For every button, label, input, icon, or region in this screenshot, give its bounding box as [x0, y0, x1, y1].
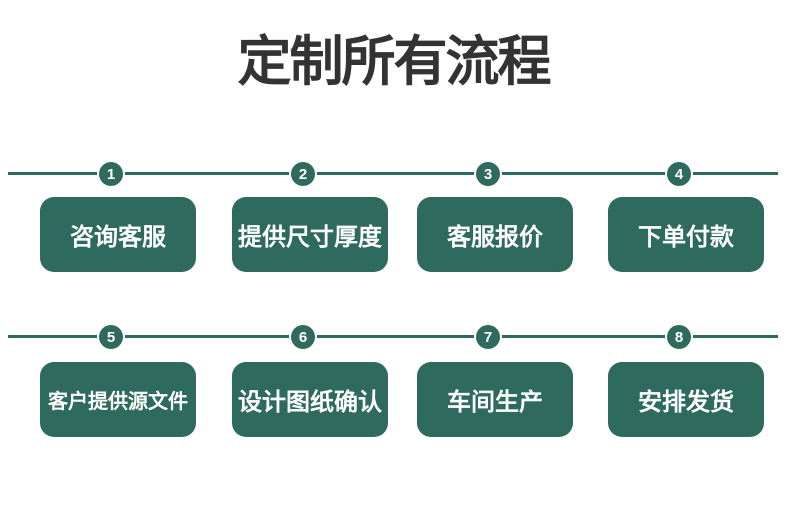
step-3-label: 客服报价 [417, 197, 573, 272]
flow-line-row1 [8, 172, 778, 175]
step-3: 3 客服报价 [417, 162, 573, 274]
step-4-label: 下单付款 [608, 197, 764, 272]
step-5-number-badge: 5 [99, 325, 123, 349]
step-7: 7 车间生产 [417, 325, 573, 437]
step-8-number-badge: 8 [667, 325, 691, 349]
step-1: 1 咨询客服 [40, 162, 196, 274]
step-2: 2 提供尺寸厚度 [232, 162, 388, 274]
step-8-label: 安排发货 [608, 362, 764, 437]
step-3-number-badge: 3 [476, 162, 500, 186]
step-7-number-badge: 7 [476, 325, 500, 349]
page-title: 定制所有流程 [237, 32, 552, 92]
flow-line-row2 [8, 335, 778, 338]
step-2-label: 提供尺寸厚度 [232, 197, 388, 272]
step-5: 5 客户提供源文件 [40, 325, 196, 437]
step-8: 8 安排发货 [608, 325, 764, 437]
step-6-number-badge: 6 [291, 325, 315, 349]
step-6-label: 设计图纸确认 [232, 362, 388, 437]
step-1-number-badge: 1 [99, 162, 123, 186]
step-4: 4 下单付款 [608, 162, 764, 274]
step-4-number-badge: 4 [667, 162, 691, 186]
step-6: 6 设计图纸确认 [232, 325, 388, 437]
step-2-number-badge: 2 [291, 162, 315, 186]
step-5-label: 客户提供源文件 [40, 362, 196, 437]
step-1-label: 咨询客服 [40, 197, 196, 272]
step-7-label: 车间生产 [417, 362, 573, 437]
